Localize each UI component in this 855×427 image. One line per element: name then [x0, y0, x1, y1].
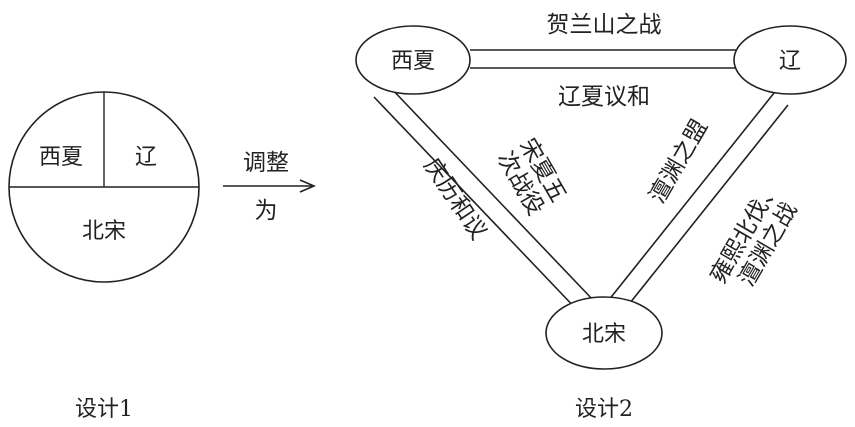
edge-label-liaoxia-yihe: 辽夏议和	[558, 84, 650, 110]
transition-label-line1: 调整	[243, 150, 289, 176]
node-label-beisong: 北宋	[582, 322, 626, 347]
transition-label-line2: 为	[255, 198, 278, 224]
edge-label-helanshan: 贺兰山之战	[547, 12, 662, 38]
edge-line	[621, 104, 789, 314]
design1-cell-liao: 辽	[135, 145, 157, 170]
design2-caption: 设计2	[575, 397, 633, 422]
edge-xixia-beisong	[373, 84, 595, 314]
edge-label-chanyuan-zhimeng: 澶渊之盟	[645, 115, 714, 208]
transition-arrow	[223, 179, 317, 193]
arrow-head	[299, 179, 317, 193]
node-ellipse	[545, 296, 663, 370]
design1-circle-diagram: 西夏 辽 北宋	[8, 91, 200, 283]
node-liao: 辽	[733, 25, 847, 95]
node-label-liao: 辽	[779, 49, 801, 74]
edge-label-qingli-heyi: 庆历和议	[418, 154, 491, 245]
design1-cell-xixia: 西夏	[39, 145, 83, 170]
node-ellipse	[355, 25, 471, 95]
node-ellipse	[733, 25, 847, 95]
edge-line	[607, 92, 775, 302]
edge-label-yongxi-chanyuan: 雍熙北伐、 澶渊之战	[706, 175, 803, 291]
node-xixia: 西夏	[355, 25, 471, 95]
edge-line	[373, 96, 581, 314]
design1-cell-beisong: 北宋	[82, 219, 126, 244]
edge-xixia-liao	[470, 49, 738, 69]
node-beisong: 北宋	[545, 296, 663, 370]
edge-line	[387, 84, 595, 302]
design1-caption: 设计1	[75, 397, 133, 422]
node-label-xixia: 西夏	[391, 49, 435, 74]
edge-liao-beisong	[607, 92, 789, 314]
